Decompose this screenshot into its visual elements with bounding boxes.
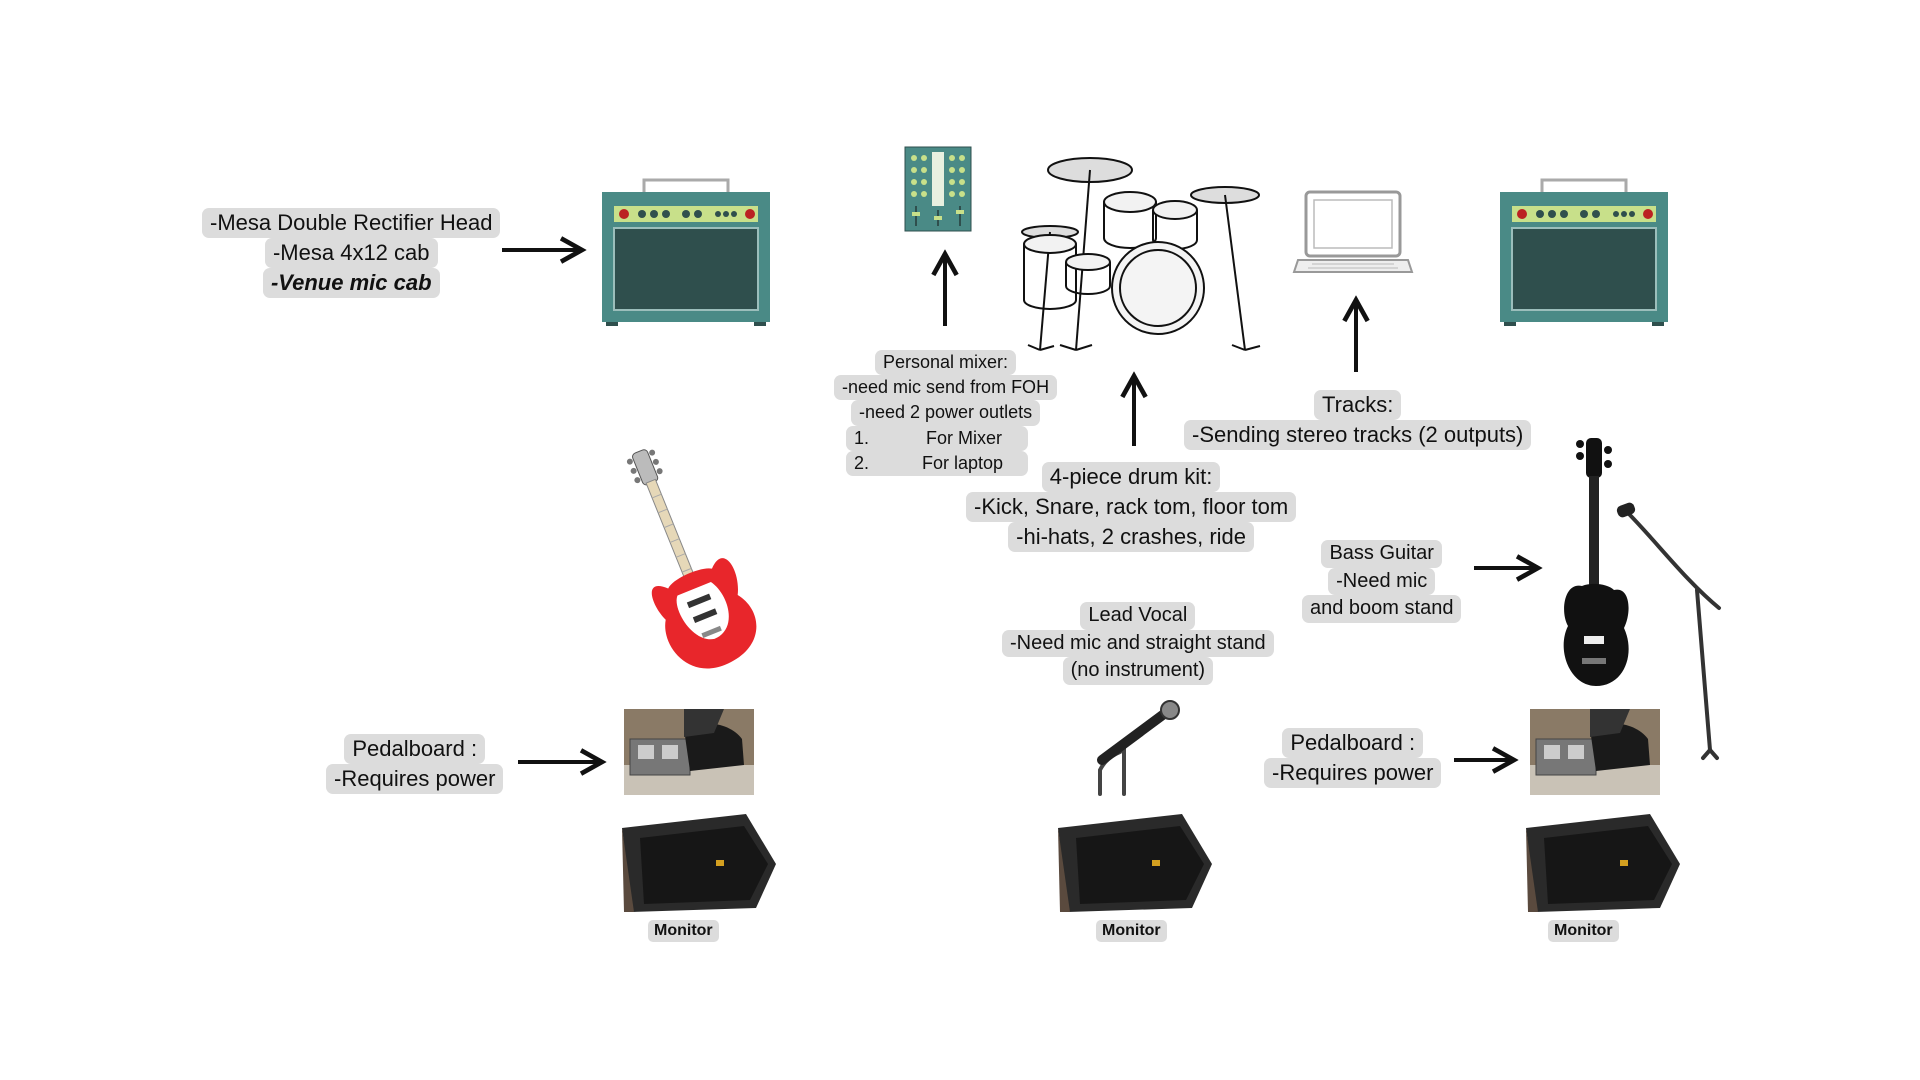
lead-vocal-line-2: -Need mic and straight stand [1002,629,1274,658]
personal-mixer-label: Personal mixer: -need mic send from FOH … [834,350,1058,477]
tracks-line-1: Tracks: [1314,390,1402,420]
personal-mixer-icon [904,146,972,232]
monitor-center-label: Monitor [1096,920,1167,942]
lead-vocal-line-1: Lead Vocal [1080,602,1196,630]
monitor-right-icon [1526,814,1680,912]
bass-line-1: Bass Guitar [1321,540,1442,568]
personal-mixer-line-3: -need 2 power outlets [850,400,1041,426]
bass-line-3: and boom stand [1302,595,1462,623]
monitor-left-icon [622,814,776,912]
list-text-1: For Mixer [926,427,1002,448]
drum-kit-icon [1021,157,1261,351]
personal-mixer-list-item-2: 2. For laptop [846,450,1028,477]
guitar-rig-line-2: -Mesa 4x12 cab [264,237,438,268]
guitar-rig-label: -Mesa Double Rectifier Head -Mesa 4x12 c… [202,208,501,298]
amp-right-icon [1500,178,1668,326]
tracks-line-2: -Sending stereo tracks (2 outputs) [1184,419,1532,450]
monitor-right-label: Monitor [1548,920,1619,942]
vocal-mic-stand-icon [1097,700,1180,796]
bass-line-2: -Need mic [1328,567,1436,596]
amp-left-icon [602,178,770,326]
pedalboard-right-line-2: -Requires power [1264,757,1442,788]
guitar-rig-line-1: -Mesa Double Rectifier Head [202,208,501,238]
monitor-left-label: Monitor [648,920,719,942]
list-text-2: For laptop [922,452,1004,473]
pedalboard-right-line-1: Pedalboard : [1282,728,1424,758]
personal-mixer-list-item-1: 1. For Mixer [846,425,1028,451]
lead-vocal-line-3: (no instrument) [1062,657,1214,685]
tracks-label: Tracks: -Sending stereo tracks (2 output… [1184,390,1532,450]
list-num-2: 2. [854,452,870,473]
list-num-1: 1. [854,427,870,448]
lead-vocal-label: Lead Vocal -Need mic and straight stand … [1002,602,1274,685]
pedalboard-right-image [1530,709,1660,795]
electric-guitar-icon [626,449,757,669]
pedalboard-left-line-2: -Requires power [326,763,504,794]
pedalboard-left-line-1: Pedalboard : [344,734,486,764]
guitar-rig-line-3: -Venue mic cab [262,267,440,298]
bass-label: Bass Guitar -Need mic and boom stand [1302,540,1462,623]
drum-kit-line-2: -Kick, Snare, rack tom, floor tom [966,491,1297,522]
drum-kit-line-1: 4-piece drum kit: [1041,462,1221,492]
laptop-icon [1292,190,1414,273]
pedalboard-left-image [624,709,754,795]
pedalboard-left-label: Pedalboard : -Requires power [326,734,504,794]
personal-mixer-line-2: -need mic send from FOH [834,375,1058,401]
monitor-center-icon [1058,814,1212,912]
bass-guitar-icon [1563,438,1629,686]
drum-kit-line-3: -hi-hats, 2 crashes, ride [1008,521,1255,552]
boom-mic-stand-icon [1616,502,1721,760]
personal-mixer-line-1: Personal mixer: [875,350,1017,376]
pedalboard-right-label: Pedalboard : -Requires power [1264,728,1442,788]
drum-kit-label: 4-piece drum kit: -Kick, Snare, rack tom… [966,462,1297,552]
